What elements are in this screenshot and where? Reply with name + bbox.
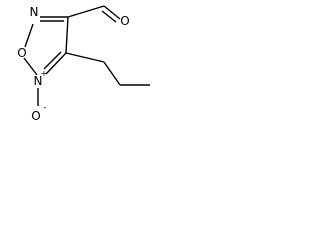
atom-n-oxide-charge: + [41, 69, 48, 78]
bond-c3-cho [67, 5, 105, 18]
atom-n-top-label: N [30, 5, 39, 19]
bond-c4-nplus-a [45, 52, 67, 75]
bond-c4-ch2 [65, 52, 105, 63]
bond-o-nplus-ring [23, 57, 38, 76]
bond-cho-o-a [103, 5, 121, 20]
structure-diagram: N O N + O - O [0, 0, 180, 134]
atom-n-oxide-label: N [34, 74, 43, 88]
bond-ch2-ch2 [103, 61, 121, 86]
bond-c4-nplus-b [43, 51, 62, 70]
atom-aldehyde-o-label: O [120, 14, 129, 28]
atom-oxide-o-charge: - [44, 103, 47, 112]
bond-cho-o-b [101, 10, 117, 23]
bond-c3-c4 [65, 16, 69, 54]
bond-n-o-ring [24, 23, 34, 48]
molecule-drawing: N O N + O - O [17, 5, 150, 123]
atom-o-ring-label: O [17, 46, 26, 60]
atom-oxide-o-label: O [31, 109, 40, 123]
